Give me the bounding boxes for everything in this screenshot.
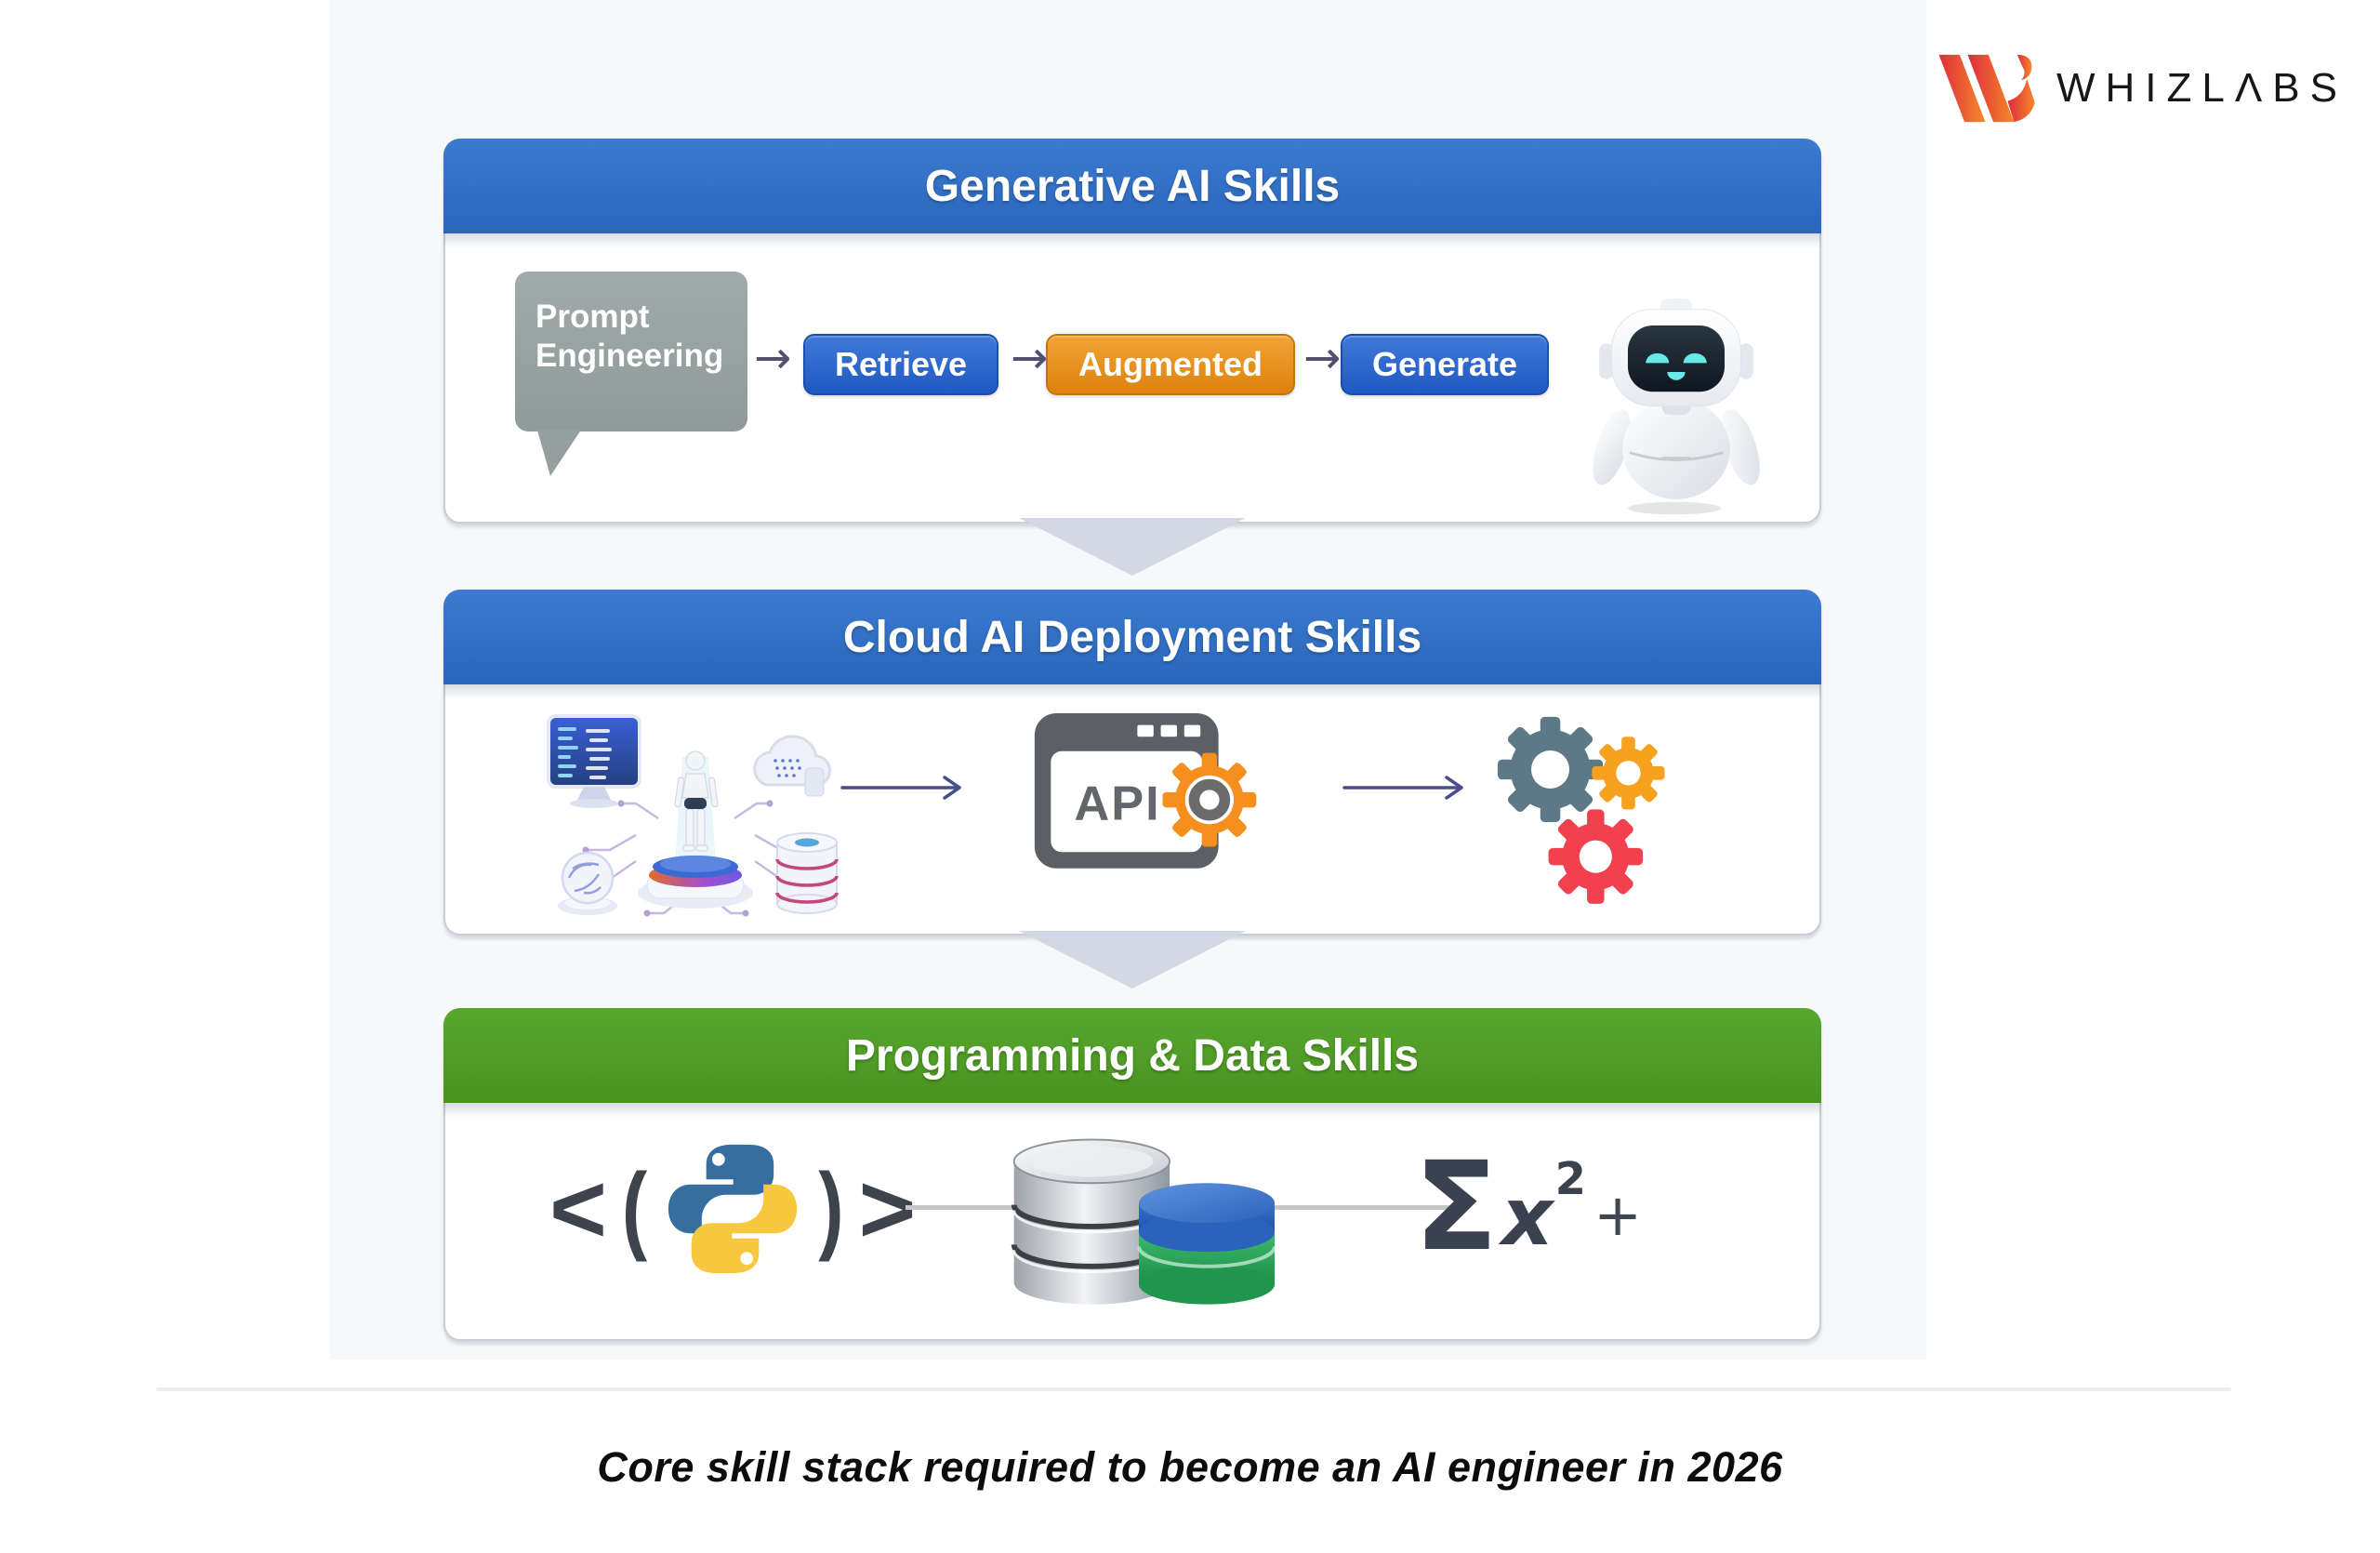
step-label: Augmented bbox=[1078, 345, 1263, 383]
bubble-line1: Prompt bbox=[536, 299, 650, 335]
card-title: Programming & Data Skills bbox=[845, 1030, 1420, 1081]
python-icon bbox=[668, 1144, 798, 1274]
chevron-down-icon bbox=[1019, 518, 1246, 576]
ai-model-illustration bbox=[547, 714, 839, 917]
arrow-right-icon bbox=[840, 776, 961, 800]
whizlabs-logo: WHIZLΛBS bbox=[1936, 48, 2347, 128]
sigma-symbol: Σ bbox=[1414, 1135, 1499, 1279]
robot-icon bbox=[1593, 299, 1760, 515]
arrow-right-icon: → bbox=[1303, 332, 1342, 384]
formula-exponent: 2 bbox=[1554, 1153, 1587, 1205]
whizlabs-logo-mark bbox=[1938, 54, 2035, 123]
gear-icon bbox=[1162, 752, 1257, 847]
step-generate: Generate bbox=[1341, 334, 1549, 395]
formula-plus: + bbox=[1593, 1181, 1643, 1249]
card-title: Generative AI Skills bbox=[924, 161, 1341, 211]
card-cloud-ai-deployment-skills: Cloud AI Deployment Skills bbox=[443, 590, 1821, 936]
card-generative-ai-skills: Generative AI Skills Prompt Engineering … bbox=[443, 139, 1821, 524]
step-label: Generate bbox=[1371, 345, 1518, 383]
arrow-right-icon: → bbox=[1011, 332, 1049, 384]
code-brackets: < ( ) > bbox=[549, 1131, 916, 1287]
step-augmented: Augmented bbox=[1046, 334, 1295, 395]
api-label: API bbox=[1075, 776, 1161, 830]
api-window-icon: API bbox=[1034, 713, 1257, 869]
arrow-right-icon: → bbox=[754, 332, 792, 384]
step-retrieve: Retrieve bbox=[803, 334, 998, 395]
card-title: Cloud AI Deployment Skills bbox=[842, 612, 1422, 662]
open-paren: ( bbox=[621, 1154, 648, 1263]
bubble-line2: Engineering bbox=[536, 338, 724, 374]
formula-variable: x bbox=[1501, 1171, 1554, 1264]
card-header: Generative AI Skills bbox=[443, 139, 1821, 248]
divider-line bbox=[156, 1387, 2231, 1391]
database-icon bbox=[1011, 1138, 1276, 1305]
close-paren: ) bbox=[818, 1154, 844, 1263]
brand-name: WHIZLΛBS bbox=[2056, 65, 2347, 111]
card-header: Cloud AI Deployment Skills bbox=[443, 590, 1821, 699]
step-label: Retrieve bbox=[834, 345, 968, 383]
prompt-engineering-bubble: Prompt Engineering bbox=[515, 272, 747, 431]
chevron-down-icon bbox=[1019, 931, 1246, 989]
card-header: Programming & Data Skills bbox=[443, 1008, 1821, 1118]
sigma-formula: Σ x 2 + bbox=[1414, 1144, 1642, 1268]
gears-icon bbox=[1497, 716, 1665, 904]
open-angle-bracket: < bbox=[549, 1153, 607, 1264]
caption-text: Core skill stack required to become an A… bbox=[597, 1443, 1783, 1491]
arrow-right-icon bbox=[1342, 776, 1463, 800]
card-programming-data-skills: Programming & Data Skills < ( ) > bbox=[443, 1008, 1821, 1341]
bubble-tail bbox=[536, 430, 582, 476]
